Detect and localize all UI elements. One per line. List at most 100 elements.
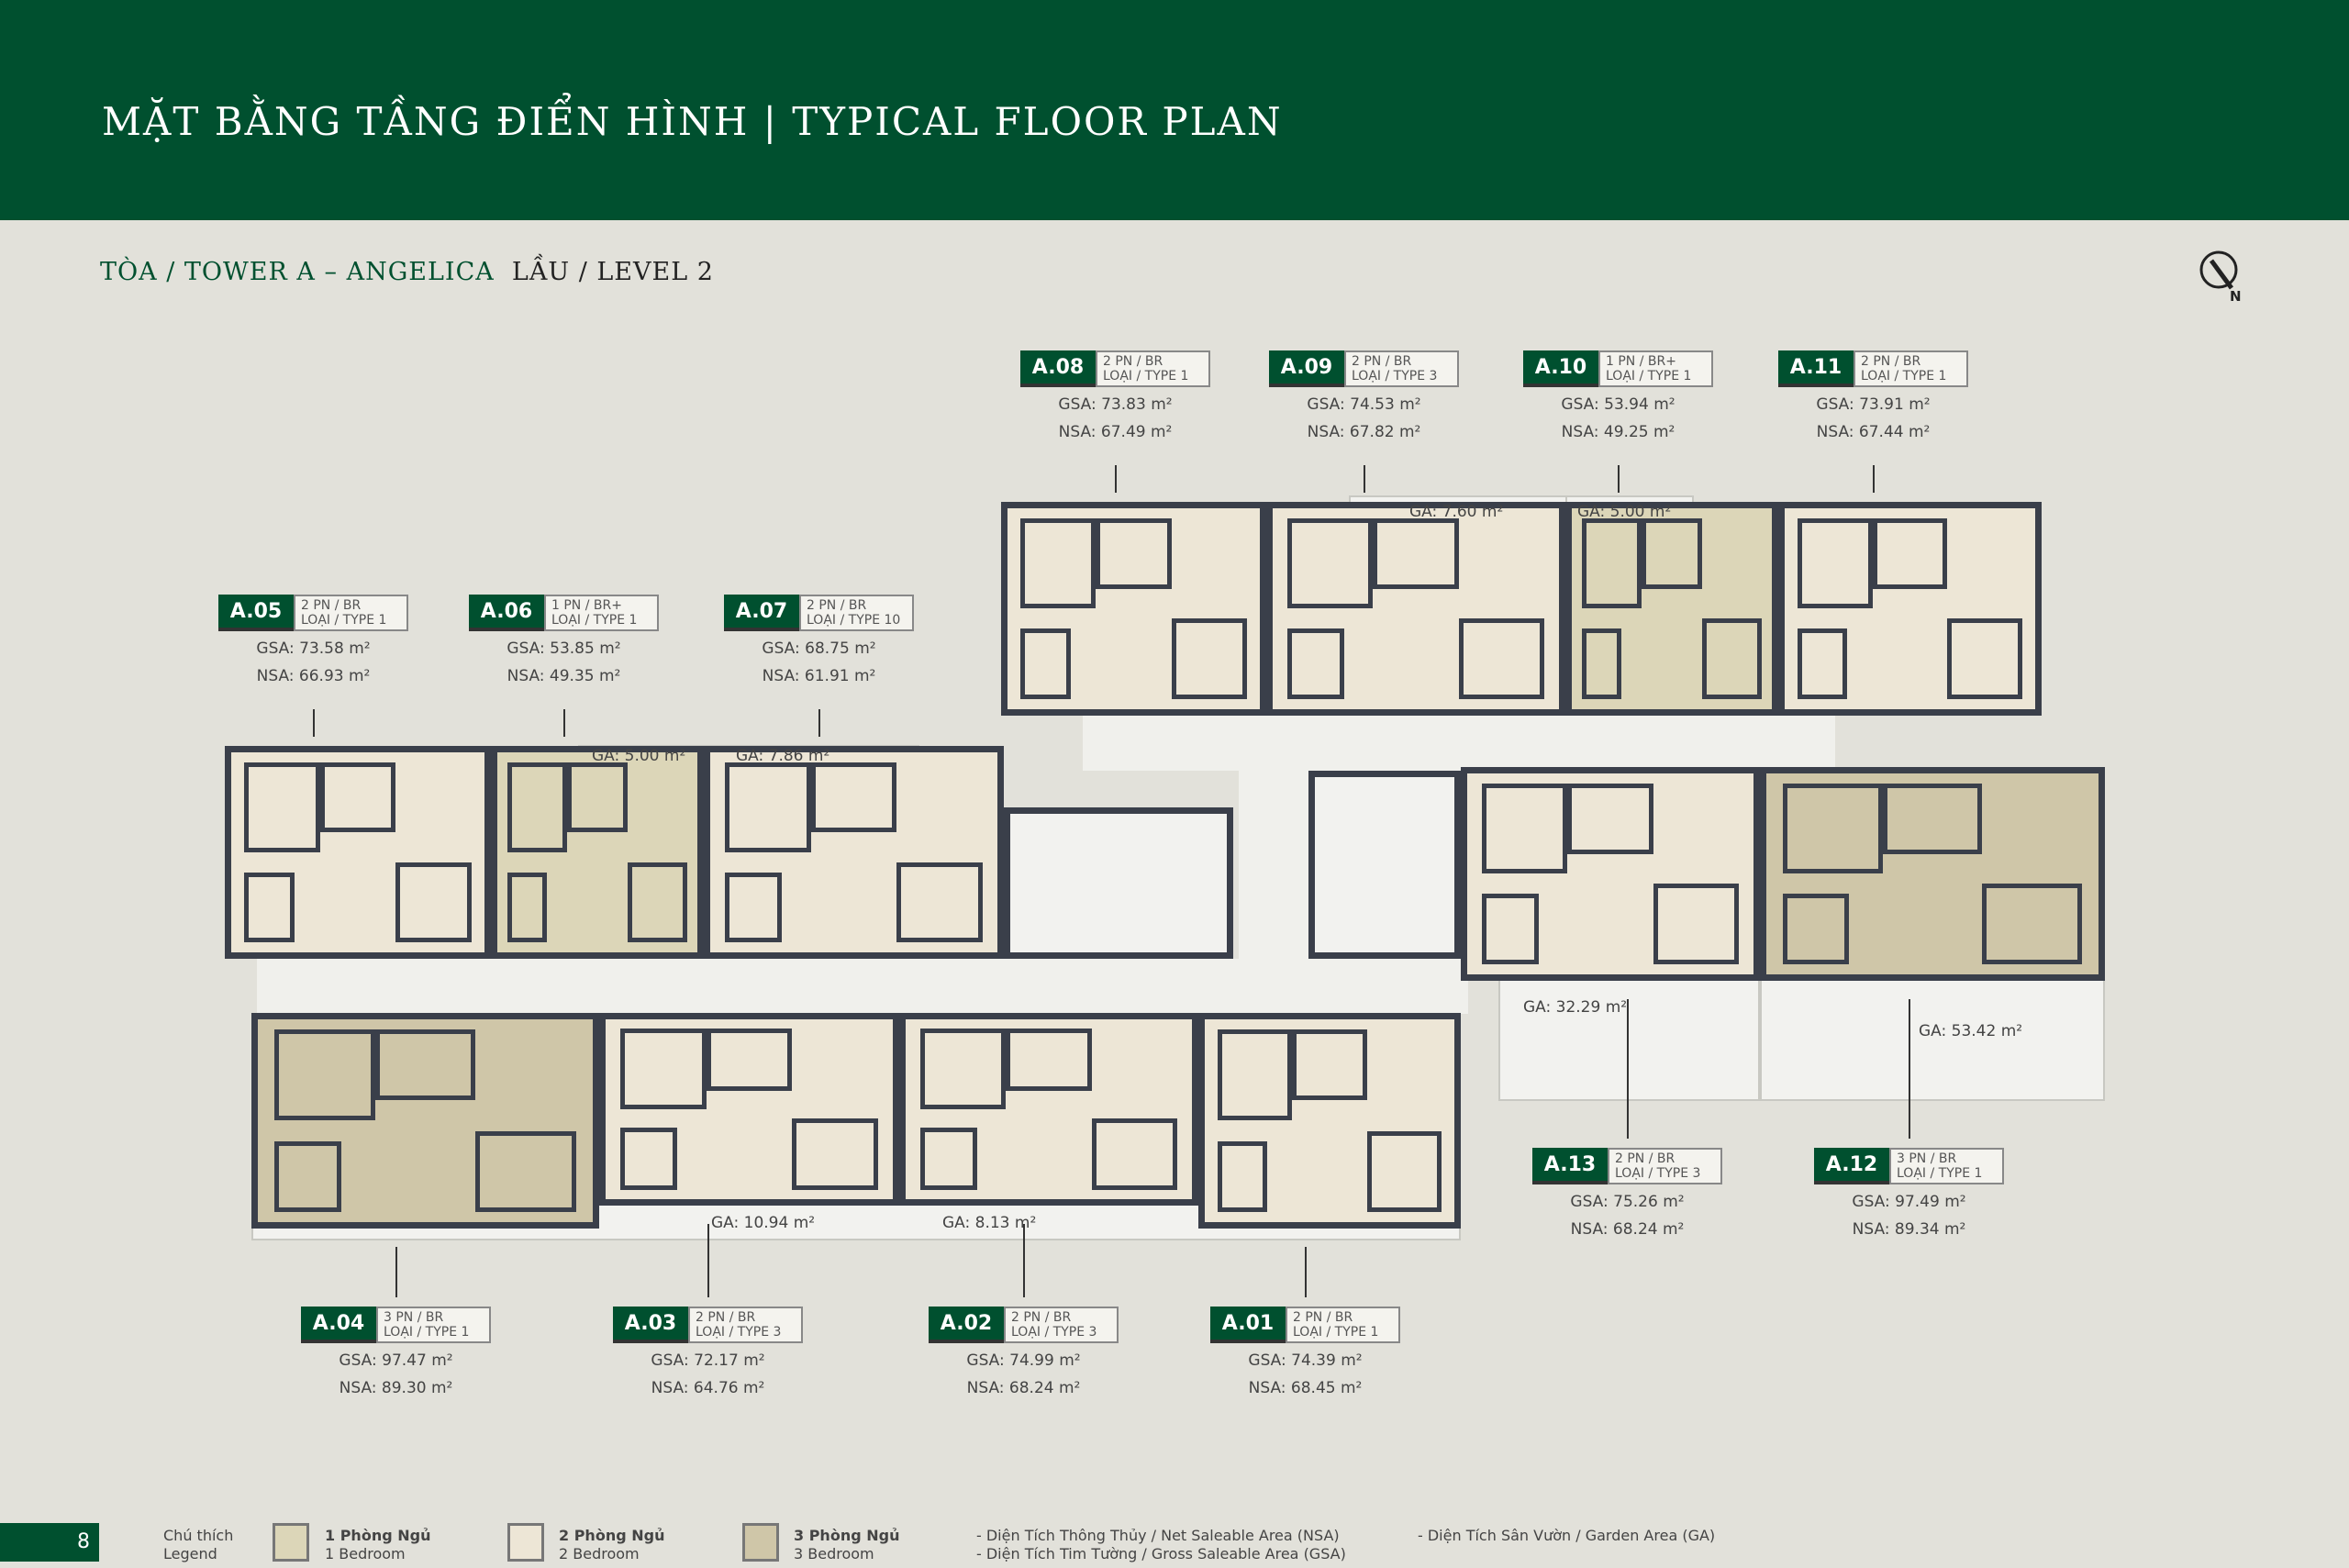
room: [1653, 884, 1740, 965]
level-name: LẦU / LEVEL 2: [511, 258, 714, 286]
room: [724, 872, 783, 943]
pointer-arrow: [1909, 999, 1910, 1139]
unit-a01: [1198, 1013, 1461, 1229]
unit-a03: [599, 1013, 899, 1206]
pointer-arrow: [1305, 1247, 1307, 1297]
unit-id: A.03: [613, 1307, 688, 1343]
pointer-arrow: [563, 709, 565, 737]
room: [619, 1028, 707, 1109]
garden-area: [1498, 973, 1760, 1101]
pointer-arrow: [1627, 999, 1629, 1139]
pointer-arrow: [1364, 465, 1365, 493]
unit-id: A.10: [1523, 350, 1598, 387]
room: [706, 1028, 793, 1092]
tower-name: TÒA / TOWER A – ANGELICA: [100, 258, 495, 286]
legend-swatch-1br: [273, 1523, 309, 1562]
unit-id: A.01: [1210, 1307, 1286, 1343]
unit-nsa: NSA: 66.93 m²: [256, 667, 371, 685]
room: [1581, 517, 1642, 609]
unit-gsa: GSA: 75.26 m²: [1570, 1193, 1685, 1211]
room: [1217, 1140, 1267, 1212]
svg-text:N: N: [2230, 288, 2242, 303]
room: [1373, 517, 1459, 589]
unit-gsa: GSA: 73.58 m²: [256, 639, 371, 658]
room: [1567, 783, 1653, 854]
room: [792, 1118, 879, 1191]
room: [507, 872, 548, 943]
room: [1091, 1118, 1178, 1191]
legend-swatch-2br: [507, 1523, 544, 1562]
unit-a05: [225, 746, 491, 959]
unit-nsa: NSA: 68.24 m²: [966, 1379, 1081, 1397]
corridor-main: [257, 959, 1468, 1014]
unit-nsa: NSA: 49.25 m²: [1561, 423, 1675, 441]
room: [1882, 783, 1983, 854]
room: [1096, 517, 1172, 589]
unit-id: A.02: [929, 1307, 1004, 1343]
room: [243, 762, 320, 852]
unit-info: 1 PN / BR+LOẠI / TYPE 1: [1598, 350, 1713, 387]
room: [243, 872, 295, 943]
room: [619, 1127, 678, 1191]
room: [1581, 628, 1622, 700]
garden-area-label: GA: 53.42 m²: [1919, 1022, 2023, 1040]
room: [1217, 1029, 1293, 1121]
pointer-arrow: [1873, 465, 1875, 493]
unit-gsa: GSA: 74.53 m²: [1307, 395, 1421, 414]
pointer-arrow: [818, 709, 820, 737]
tower-level-subtitle: TÒA / TOWER A – ANGELICA LẦU / LEVEL 2: [100, 258, 714, 286]
room: [1171, 618, 1248, 700]
unit-id: A.04: [301, 1307, 376, 1343]
legend-garden-note: - Diện Tích Sân Vườn / Garden Area (GA): [1418, 1527, 1716, 1544]
unit-id: A.05: [218, 595, 294, 631]
unit-gsa: GSA: 97.49 m²: [1852, 1193, 1966, 1211]
room: [919, 1127, 977, 1191]
north-compass-icon: N: [2199, 248, 2244, 305]
unit-nsa: NSA: 89.30 m²: [339, 1379, 453, 1397]
room: [1797, 517, 1873, 609]
unit-a04: [251, 1013, 599, 1229]
elevator-core: [1308, 771, 1461, 959]
room: [1982, 884, 2082, 965]
room: [810, 762, 897, 833]
garden-area-label: GA: 5.00 m²: [1577, 503, 1672, 521]
unit-nsa: NSA: 67.49 m²: [1058, 423, 1173, 441]
room: [896, 862, 984, 943]
room: [395, 862, 473, 943]
unit-id: A.12: [1814, 1148, 1889, 1184]
room: [1006, 1028, 1092, 1092]
room: [1366, 1130, 1442, 1212]
garden-area-label: GA: 10.94 m²: [711, 1214, 816, 1232]
room: [507, 762, 568, 852]
room: [475, 1130, 576, 1212]
unit-a07: [704, 746, 1004, 959]
room: [1872, 517, 1948, 589]
unit-a12: [1760, 767, 2105, 981]
unit-nsa: NSA: 64.76 m²: [651, 1379, 765, 1397]
unit-gsa: GSA: 72.17 m²: [651, 1351, 765, 1370]
room: [1286, 628, 1344, 700]
